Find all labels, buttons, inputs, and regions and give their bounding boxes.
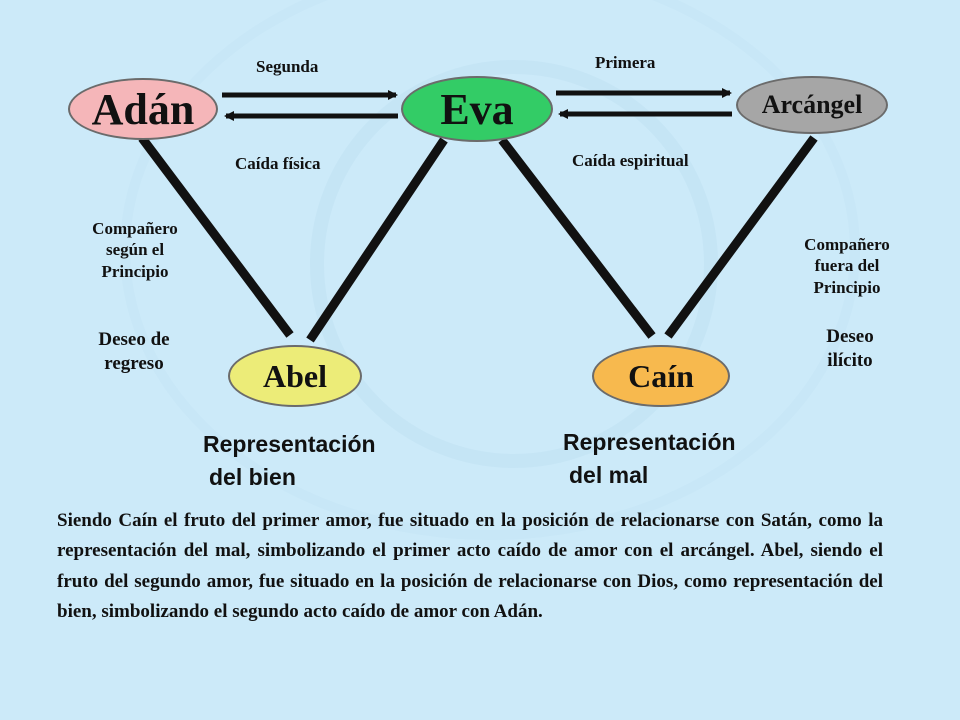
node-abel-label: Abel <box>263 357 327 394</box>
label-line: según el <box>105 240 165 260</box>
background-ring-outer <box>120 0 860 540</box>
label-line: regreso <box>104 352 164 374</box>
label-caida-espiritual: Caída espiritual <box>572 151 689 170</box>
label-representacion-mal: Representación del mal <box>563 426 736 493</box>
explanation-paragraph: Siendo Caín el fruto del primer amor, fu… <box>57 510 883 623</box>
node-eva-label: Eva <box>440 84 514 134</box>
node-arcangel: Arcángel <box>736 76 888 134</box>
label-line: Principio <box>813 277 881 297</box>
line-eva-cain <box>498 137 656 339</box>
label-line: del mal <box>569 462 649 489</box>
node-arcangel-label: Arcángel <box>761 90 863 119</box>
label-deseo-ilicito: Deseo ilícito <box>790 325 910 373</box>
label-line: fuera del <box>814 256 880 276</box>
label-primera: Primera <box>595 53 656 72</box>
label-companero-segun-principio: Compañero según el Principio <box>70 218 200 282</box>
label-line: Compañero <box>92 219 178 238</box>
node-cain-label: Caín <box>628 357 694 394</box>
label-line: ilícito <box>827 349 873 371</box>
line-arcangel-cain <box>664 135 818 339</box>
label-line: Representación <box>203 431 376 457</box>
label-line: Deseo de <box>98 329 170 350</box>
label-line: Representación <box>563 429 736 455</box>
label-segunda: Segunda <box>256 57 319 76</box>
label-representacion-bien: Representación del bien <box>203 428 376 495</box>
node-eva: Eva <box>401 76 553 142</box>
label-deseo-regreso: Deseo de regreso <box>74 328 194 376</box>
node-cain: Caín <box>592 345 730 407</box>
label-line: del bien <box>209 464 296 491</box>
line-eva-abel <box>306 137 448 343</box>
node-adan-label: Adán <box>91 84 195 134</box>
node-adan: Adán <box>68 78 218 140</box>
label-line: Deseo <box>826 326 874 347</box>
label-line: Compañero <box>804 235 890 254</box>
node-abel: Abel <box>228 345 362 407</box>
label-caida-fisica: Caída física <box>235 154 321 173</box>
label-companero-fuera-principio: Compañero fuera del Principio <box>782 234 912 298</box>
line-adan-abel <box>138 135 294 338</box>
label-line: Principio <box>101 261 169 281</box>
